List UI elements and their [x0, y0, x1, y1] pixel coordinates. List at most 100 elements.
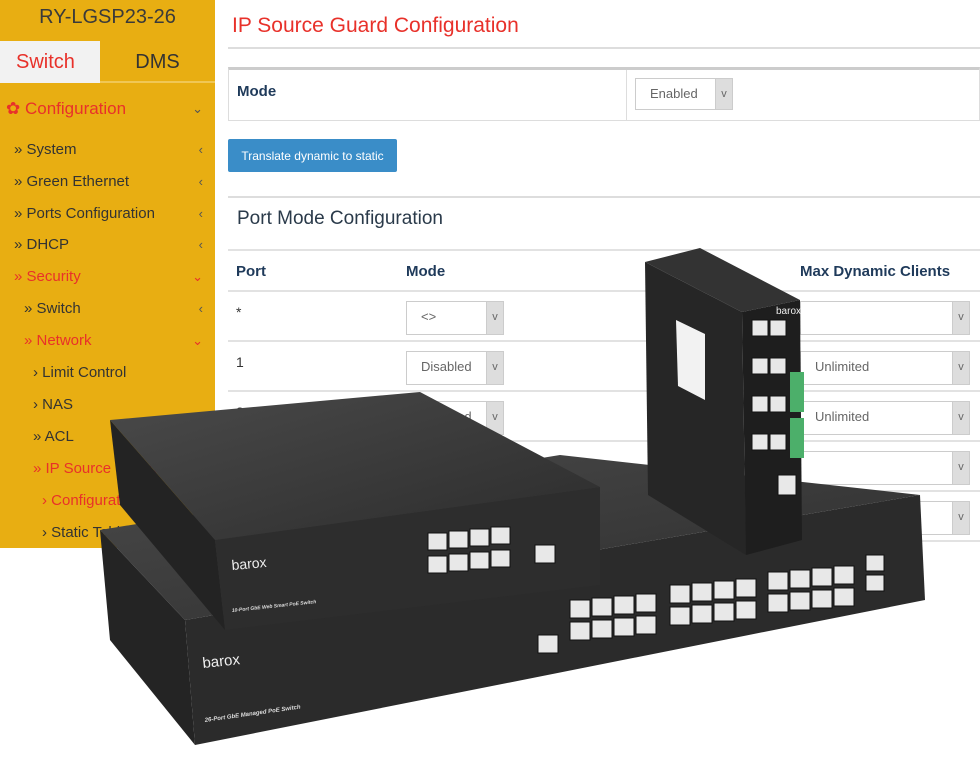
- table-header: Port Mode Max Dynamic Clients: [228, 249, 980, 292]
- chevron-down-icon: v: [952, 402, 969, 434]
- rj45-port: [691, 604, 713, 624]
- rj45-port: [751, 357, 769, 375]
- chevron-down-icon: v: [715, 79, 732, 109]
- gear-icon: ✿: [6, 99, 25, 118]
- max-dynamic-clients-select[interactable]: v: [800, 451, 970, 485]
- rj45-port: [713, 580, 735, 600]
- rj45-port: [735, 600, 757, 620]
- max-dynamic-clients-select[interactable]: v: [800, 301, 970, 335]
- rj45-port: [427, 555, 448, 574]
- mode-label: Mode: [237, 83, 277, 100]
- rj45-port: [427, 532, 448, 551]
- rj45-port: [865, 554, 885, 572]
- rj45-port: [735, 578, 757, 598]
- chevron-down-icon: v: [952, 452, 969, 484]
- rj45-ports: [537, 554, 885, 654]
- rj45-port: [613, 617, 635, 637]
- tab-switch[interactable]: Switch: [0, 41, 100, 83]
- rj45-port: [613, 595, 635, 615]
- rj45-port: [534, 544, 556, 564]
- chevron-down-icon: v: [952, 352, 969, 384]
- rj45-port: [833, 587, 855, 607]
- rj45-port: [669, 584, 691, 604]
- rj45-port: [635, 593, 657, 613]
- translate-dynamic-to-static-button[interactable]: Translate dynamic to static: [228, 139, 397, 172]
- rj45-port: [448, 530, 469, 549]
- chevron-down-icon: v: [952, 502, 969, 534]
- chevron-down-icon: v: [486, 402, 503, 434]
- chevron-down-icon: v: [486, 352, 503, 384]
- rj45-port: [769, 357, 787, 375]
- rj45-port: [751, 433, 769, 451]
- sidebar-item-ipsg-configuration[interactable]: › Configuration: [42, 492, 141, 509]
- rj45-port: [490, 549, 511, 568]
- sidebar-item-security[interactable]: » Security⌄: [0, 266, 215, 288]
- rj45-port: [811, 567, 833, 587]
- rj45-port: [469, 551, 490, 570]
- sidebar-item-ports-configuration[interactable]: » Ports Configuration‹: [0, 203, 215, 225]
- rj45-port: [691, 582, 713, 602]
- rj45-port: [767, 593, 789, 613]
- rj45-ports: [751, 319, 797, 496]
- sidebar-item-dhcp[interactable]: » DHCP‹: [0, 234, 215, 256]
- cell-divider: [626, 70, 627, 120]
- chevron-down-icon: ⌄: [192, 333, 203, 348]
- sidebar-item-acl[interactable]: » ACL: [33, 428, 74, 445]
- rj45-port: [777, 474, 797, 496]
- chevron-left-icon: ‹: [198, 174, 203, 189]
- page-title: IP Source Guard Configuration: [232, 14, 519, 37]
- divider: [228, 47, 980, 49]
- sidebar-item-limit-control[interactable]: › Limit Control: [33, 364, 127, 381]
- divider: [228, 196, 980, 198]
- rj45-port: [669, 606, 691, 626]
- chevron-left-icon: ‹: [198, 142, 203, 157]
- brand-logo: barox: [231, 554, 267, 573]
- column-header-mode: Mode: [406, 263, 446, 280]
- rj45-port: [833, 565, 855, 585]
- sidebar-item-configuration[interactable]: ✿ Configuration⌄: [6, 99, 203, 118]
- chevron-left-icon: ‹: [198, 206, 203, 221]
- rj45-port: [811, 589, 833, 609]
- column-header-port: Port: [236, 263, 266, 280]
- tab-dms[interactable]: DMS: [135, 51, 180, 73]
- sidebar-item-network[interactable]: » Network⌄: [0, 330, 215, 352]
- rj45-port: [591, 597, 613, 617]
- web-smart-switch-10-port: barox 10-Port GbE Web Smart PoE Switch: [110, 392, 600, 630]
- chevron-down-icon: ⌄: [192, 101, 203, 116]
- rj45-port: [591, 619, 613, 639]
- chevron-down-icon: ⌄: [192, 269, 203, 284]
- column-header-max-dynamic-clients: Max Dynamic Clients: [800, 263, 951, 280]
- rj45-port: [569, 599, 591, 619]
- brand-logo: barox: [776, 306, 801, 317]
- sidebar-item-switch[interactable]: » Switch‹: [0, 298, 215, 320]
- sidebar-item-nas[interactable]: › NAS: [33, 396, 74, 413]
- rj45-port: [448, 553, 469, 572]
- rj45-port: [751, 395, 769, 413]
- rj45-port: [769, 319, 787, 337]
- device-name: RY-LGSP23-26: [39, 6, 176, 28]
- port-cell: *: [236, 304, 242, 320]
- rj45-ports: [427, 526, 556, 574]
- rj45-port: [769, 433, 787, 451]
- chevron-down-icon: v: [486, 302, 503, 334]
- sidebar-tabs: Switch DMS: [0, 41, 215, 83]
- sidebar-item-system[interactable]: » System‹: [0, 139, 215, 161]
- chevron-left-icon: ‹: [198, 301, 203, 316]
- sidebar-item-green-ethernet[interactable]: » Green Ethernet‹: [0, 171, 215, 193]
- rj45-port: [469, 528, 490, 547]
- port-cell: 1: [236, 354, 244, 370]
- rj45-port: [769, 395, 787, 413]
- rj45-port: [751, 319, 769, 337]
- industrial-switch: barox: [645, 248, 804, 555]
- section-title: Port Mode Configuration: [237, 208, 443, 229]
- port-mode-select[interactable]: <>v: [406, 301, 504, 335]
- chevron-left-icon: ‹: [198, 237, 203, 252]
- rj45-port: [569, 621, 591, 641]
- table-row: * <>v v: [228, 292, 980, 342]
